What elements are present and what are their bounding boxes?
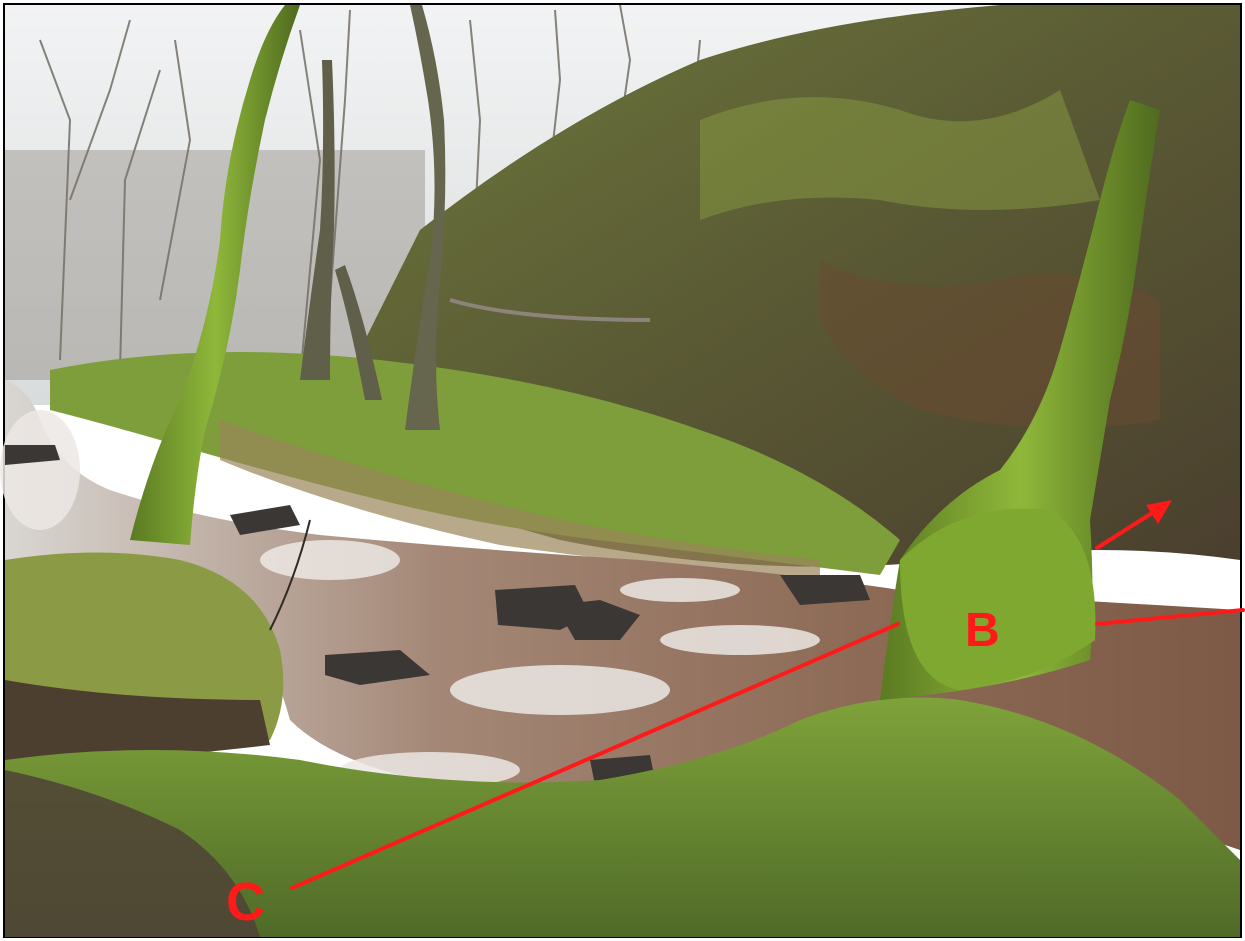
annotation-line-b-right <box>1095 608 1245 626</box>
annotation-arrow-shaft <box>1095 506 1162 550</box>
slim-tree-back <box>300 60 335 380</box>
left-bank-soil <box>5 680 270 770</box>
foreground-path-soil <box>5 770 260 937</box>
mossy-tree-left <box>130 5 300 545</box>
far-bank-dry-grass <box>220 420 820 580</box>
annotation-lines <box>290 506 1245 890</box>
right-tree-roots <box>900 508 1096 690</box>
annotation-line-c <box>290 622 900 890</box>
annotation-label-c: C <box>226 872 265 932</box>
hill-moss <box>700 90 1100 220</box>
hanging-root <box>269 519 311 631</box>
annotation-label-b: B <box>965 604 1000 657</box>
slim-tree-middle <box>405 5 446 430</box>
far-bank-grass <box>50 352 900 575</box>
fallen-branch <box>449 298 651 322</box>
annotation-arrow-head <box>1146 500 1172 524</box>
slim-tree-back-2 <box>335 265 382 400</box>
